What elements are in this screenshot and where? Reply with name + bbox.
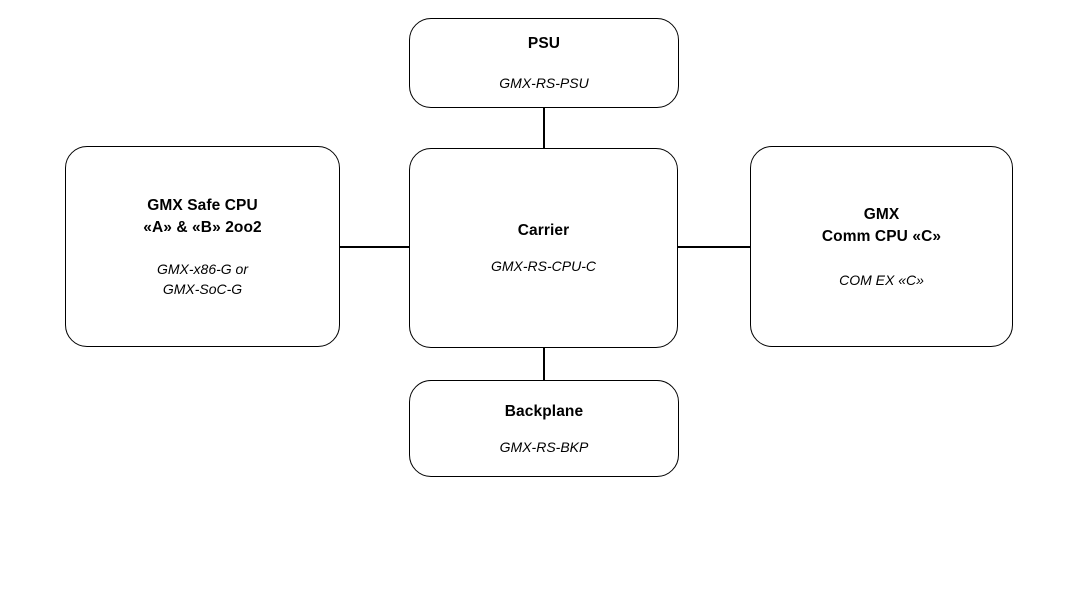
node-safe-cpu-title: GMX Safe CPU «A» & «B» 2oo2 [143, 196, 262, 236]
connector-carrier-commcpu [677, 246, 751, 248]
connector-safecpu-carrier [339, 246, 410, 248]
node-comm-cpu-subtitle: COM EX «C» [839, 271, 924, 288]
node-safe-cpu-subtitle: GMX-x86-G or GMX-SoC-G [156, 260, 248, 297]
node-carrier-subtitle: GMX-RS-CPU-C [491, 258, 596, 274]
node-carrier[interactable]: Carrier GMX-RS-CPU-C [409, 148, 678, 348]
node-psu[interactable]: PSU GMX-RS-PSU [409, 18, 679, 108]
node-backplane[interactable]: Backplane GMX-RS-BKP [409, 380, 679, 477]
node-comm-cpu[interactable]: GMX Comm CPU «C» COM EX «C» [750, 146, 1013, 347]
node-psu-title: PSU [527, 35, 561, 52]
node-psu-subtitle: GMX-RS-PSU [499, 75, 589, 91]
connector-psu-carrier [543, 107, 545, 149]
node-safe-cpu[interactable]: GMX Safe CPU «A» & «B» 2oo2 GMX-x86-G or… [65, 146, 340, 347]
node-comm-cpu-title: GMX Comm CPU «C» [821, 205, 942, 245]
connector-carrier-backplane [543, 347, 545, 381]
node-carrier-title: Carrier [517, 222, 570, 239]
node-backplane-title: Backplane [504, 402, 584, 420]
node-backplane-subtitle: GMX-RS-BKP [499, 438, 589, 455]
